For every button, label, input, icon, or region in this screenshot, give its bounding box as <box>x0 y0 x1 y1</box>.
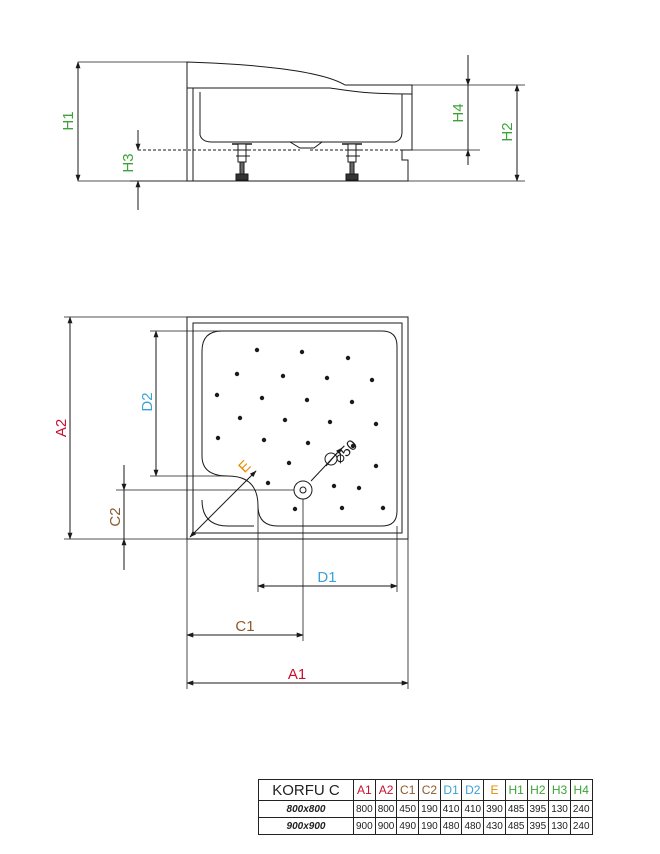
col-a1: A1 <box>353 779 376 801</box>
table-cell: 410 <box>461 800 485 818</box>
dimensions-table: KORFU C A1 A2 C1 C2 D1 D2 E H1 H2 H3 H4 … <box>258 779 593 835</box>
label-d2: D2 <box>139 392 156 411</box>
table-cell: 450 <box>396 800 420 818</box>
tray-rim <box>187 87 413 95</box>
col-d2: D2 <box>461 779 485 801</box>
label-c2: C2 <box>107 507 124 526</box>
table-cell: 480 <box>439 817 463 835</box>
table-cell: 190 <box>418 800 441 818</box>
drain-outer <box>293 480 313 500</box>
table-row: 900x900 900 900 490 190 480 480 430 485 … <box>258 817 593 835</box>
label-h4: H4 <box>450 103 467 122</box>
e-dimension-line <box>189 470 257 538</box>
table-cell: 410 <box>439 800 463 818</box>
table-cell: 800 <box>353 800 376 818</box>
table-cell: 800 <box>374 800 398 818</box>
col-d1: D1 <box>439 779 463 801</box>
table-cell: 490 <box>396 817 420 835</box>
leg-right <box>342 143 362 181</box>
table-cell: 395 <box>526 817 550 835</box>
label-c1: C1 <box>235 618 254 635</box>
label-a2: A2 <box>53 419 70 437</box>
table-cell: 240 <box>569 800 593 818</box>
table-row: 800x800 800 800 450 190 410 410 390 485 … <box>258 800 593 818</box>
table-cell: 130 <box>548 817 571 835</box>
col-a2: A2 <box>374 779 398 801</box>
label-a1: A1 <box>288 666 306 683</box>
col-h3: H3 <box>548 779 571 801</box>
col-h1: H1 <box>504 779 528 801</box>
drain-inner <box>299 486 307 494</box>
anti-slip-dots <box>214 347 386 512</box>
table-header-row: KORFU C A1 A2 C1 C2 D1 D2 E H1 H2 H3 H4 <box>258 779 593 801</box>
label-h2: H2 <box>499 122 516 141</box>
row-size: 800x800 <box>258 800 354 818</box>
side-view <box>75 55 525 210</box>
label-drain-diameter: ⌀50 <box>331 437 361 467</box>
top-view-labels: A2 D2 C2 E ⌀50 D1 C1 A1 <box>53 392 361 683</box>
table-cell: 900 <box>374 817 398 835</box>
table-cell: 900 <box>353 817 376 835</box>
table-cell: 130 <box>548 800 571 818</box>
table-cell: 485 <box>504 817 528 835</box>
top-view <box>64 316 409 689</box>
tray-side-outline <box>186 61 413 182</box>
col-c1: C1 <box>396 779 420 801</box>
side-view-labels: H1 H3 H4 H2 <box>60 103 516 172</box>
label-h1: H1 <box>60 111 77 130</box>
col-h2: H2 <box>526 779 550 801</box>
col-e: E <box>483 779 506 801</box>
table-cell: 395 <box>526 800 550 818</box>
tray-basin-outline <box>201 330 398 527</box>
tray-outer-square <box>186 316 409 540</box>
table-cell: 390 <box>483 800 506 818</box>
table-cell: 240 <box>569 817 593 835</box>
tray-basin <box>199 92 403 143</box>
table-cell: 485 <box>504 800 528 818</box>
label-e: E <box>235 457 254 476</box>
col-c2: C2 <box>418 779 441 801</box>
leg-left <box>232 143 252 181</box>
label-h3: H3 <box>120 153 137 172</box>
table-cell: 430 <box>483 817 506 835</box>
table-cell: 190 <box>418 817 441 835</box>
model-name: KORFU C <box>258 779 354 801</box>
row-size: 900x900 <box>258 817 354 835</box>
col-h4: H4 <box>569 779 593 801</box>
label-d1: D1 <box>317 569 336 586</box>
table-cell: 480 <box>461 817 485 835</box>
